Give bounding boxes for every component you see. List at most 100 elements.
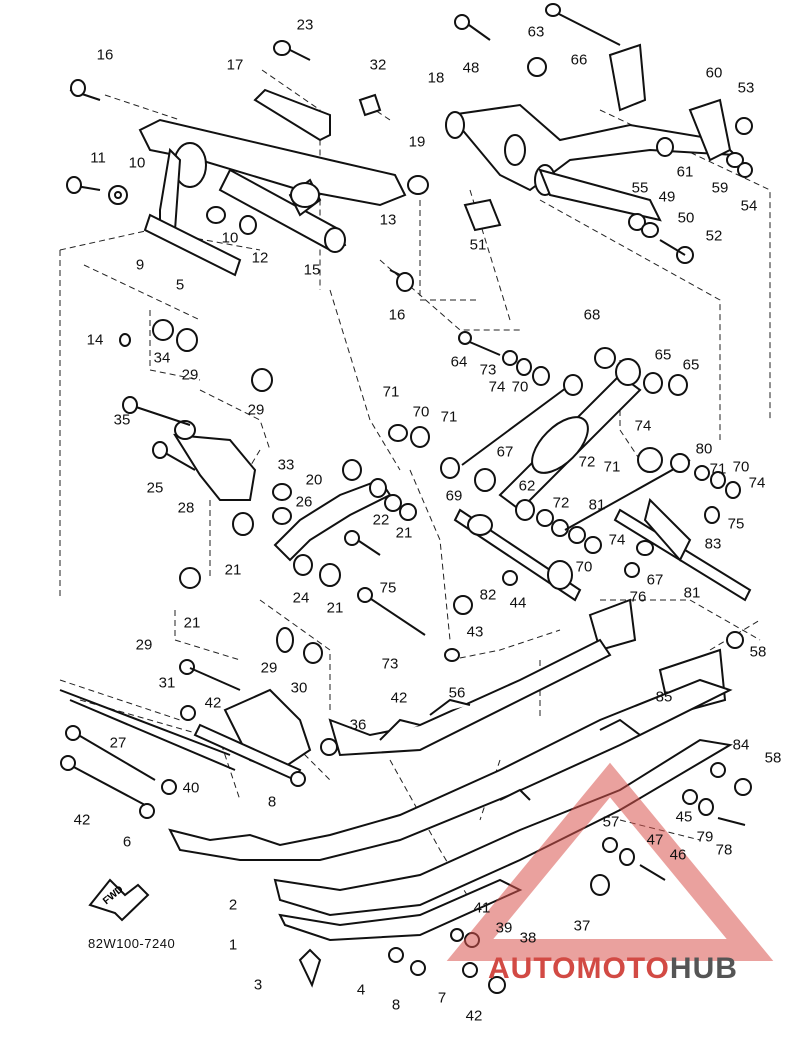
- callout-number: 82: [479, 586, 497, 604]
- callout-number: 1: [228, 936, 238, 954]
- callout-number: 31: [158, 674, 176, 692]
- callout-number: 42: [73, 811, 91, 829]
- callout-number: 15: [303, 261, 321, 279]
- fwd-arrow-icon: [88, 878, 150, 922]
- callout-number: 32: [369, 56, 387, 74]
- callout-number: 42: [465, 1007, 483, 1025]
- callout-number: 33: [277, 456, 295, 474]
- callout-number: 50: [677, 209, 695, 227]
- callout-number: 71: [603, 458, 621, 476]
- callout-number: 67: [646, 571, 664, 589]
- callout-number: 81: [683, 584, 701, 602]
- callout-number: 57: [602, 813, 620, 831]
- callout-number: 35: [113, 411, 131, 429]
- callout-number: 41: [473, 899, 491, 917]
- callout-number: 20: [305, 471, 323, 489]
- callout-number: 10: [221, 229, 239, 247]
- callout-number: 21: [183, 614, 201, 632]
- callout-number: 24: [292, 589, 310, 607]
- callout-number: 74: [608, 531, 626, 549]
- callout-number: 51: [469, 236, 487, 254]
- callout-number: 56: [448, 684, 466, 702]
- callout-number: 3: [253, 976, 263, 994]
- callout-number: 2: [228, 896, 238, 914]
- callout-number: 64: [450, 353, 468, 371]
- diagram-code: 82W100-7240: [88, 936, 176, 951]
- callout-number: 8: [391, 996, 401, 1014]
- callout-number: 9: [135, 256, 145, 274]
- callout-number: 13: [379, 211, 397, 229]
- callout-number: 75: [727, 515, 745, 533]
- callout-number: 42: [204, 694, 222, 712]
- callout-number: 25: [146, 479, 164, 497]
- callout-number: 78: [715, 841, 733, 859]
- callout-number: 29: [260, 659, 278, 677]
- callout-number: 6: [122, 833, 132, 851]
- callout-number: 36: [349, 716, 367, 734]
- brand-part2: HUB: [669, 952, 738, 985]
- callout-number: 4: [356, 981, 366, 999]
- callout-number: 85: [655, 688, 673, 706]
- callout-number: 58: [764, 749, 782, 767]
- callout-number: 16: [96, 46, 114, 64]
- callout-number: 39: [495, 919, 513, 937]
- callout-number: 71: [382, 383, 400, 401]
- callout-number: 73: [381, 655, 399, 673]
- callout-number: 79: [696, 828, 714, 846]
- callout-number: 29: [181, 366, 199, 384]
- callout-number: 83: [704, 535, 722, 553]
- callout-number: 28: [177, 499, 195, 517]
- callout-number: 61: [676, 163, 694, 181]
- watermark-brand: AUTOMOTOHUB: [488, 952, 738, 986]
- callout-number: 71: [709, 460, 727, 478]
- callout-number: 76: [629, 588, 647, 606]
- callout-number: 21: [326, 599, 344, 617]
- callout-number: 65: [682, 356, 700, 374]
- callout-number: 40: [182, 779, 200, 797]
- callout-number: 70: [412, 403, 430, 421]
- callout-number: 49: [658, 188, 676, 206]
- callout-number: 53: [737, 79, 755, 97]
- callout-number: 46: [669, 846, 687, 864]
- callout-number: 60: [705, 64, 723, 82]
- callout-number: 21: [395, 524, 413, 542]
- callout-number: 72: [578, 453, 596, 471]
- callout-number: 5: [175, 276, 185, 294]
- callout-number: 45: [675, 808, 693, 826]
- callout-number: 16: [388, 306, 406, 324]
- callout-number: 42: [390, 689, 408, 707]
- callout-number: 27: [109, 734, 127, 752]
- callout-number: 73: [479, 361, 497, 379]
- callout-number: 80: [695, 440, 713, 458]
- callout-number: 59: [711, 179, 729, 197]
- brand-part1: AUTOMOTO: [488, 952, 670, 985]
- callout-number: 8: [267, 793, 277, 811]
- callout-number: 29: [247, 401, 265, 419]
- callout-number: 54: [740, 197, 758, 215]
- callout-number: 30: [290, 679, 308, 697]
- callout-number: 67: [496, 443, 514, 461]
- callout-number: 37: [573, 917, 591, 935]
- callout-number: 70: [732, 458, 750, 476]
- callout-number: 69: [445, 487, 463, 505]
- callout-number: 22: [372, 511, 390, 529]
- callout-number: 70: [511, 378, 529, 396]
- callout-number: 84: [732, 736, 750, 754]
- callout-number: 68: [583, 306, 601, 324]
- callout-number: 74: [634, 417, 652, 435]
- callout-number: 38: [519, 929, 537, 947]
- callout-number: 10: [128, 154, 146, 172]
- callout-number: 43: [466, 623, 484, 641]
- callout-number: 29: [135, 636, 153, 654]
- callout-number: 75: [379, 579, 397, 597]
- callout-number: 14: [86, 331, 104, 349]
- callout-number: 70: [575, 558, 593, 576]
- callout-number: 74: [748, 474, 766, 492]
- callout-number: 34: [153, 349, 171, 367]
- callout-number: 18: [427, 69, 445, 87]
- callout-number: 23: [296, 16, 314, 34]
- callout-number: 17: [226, 56, 244, 74]
- callout-number: 65: [654, 346, 672, 364]
